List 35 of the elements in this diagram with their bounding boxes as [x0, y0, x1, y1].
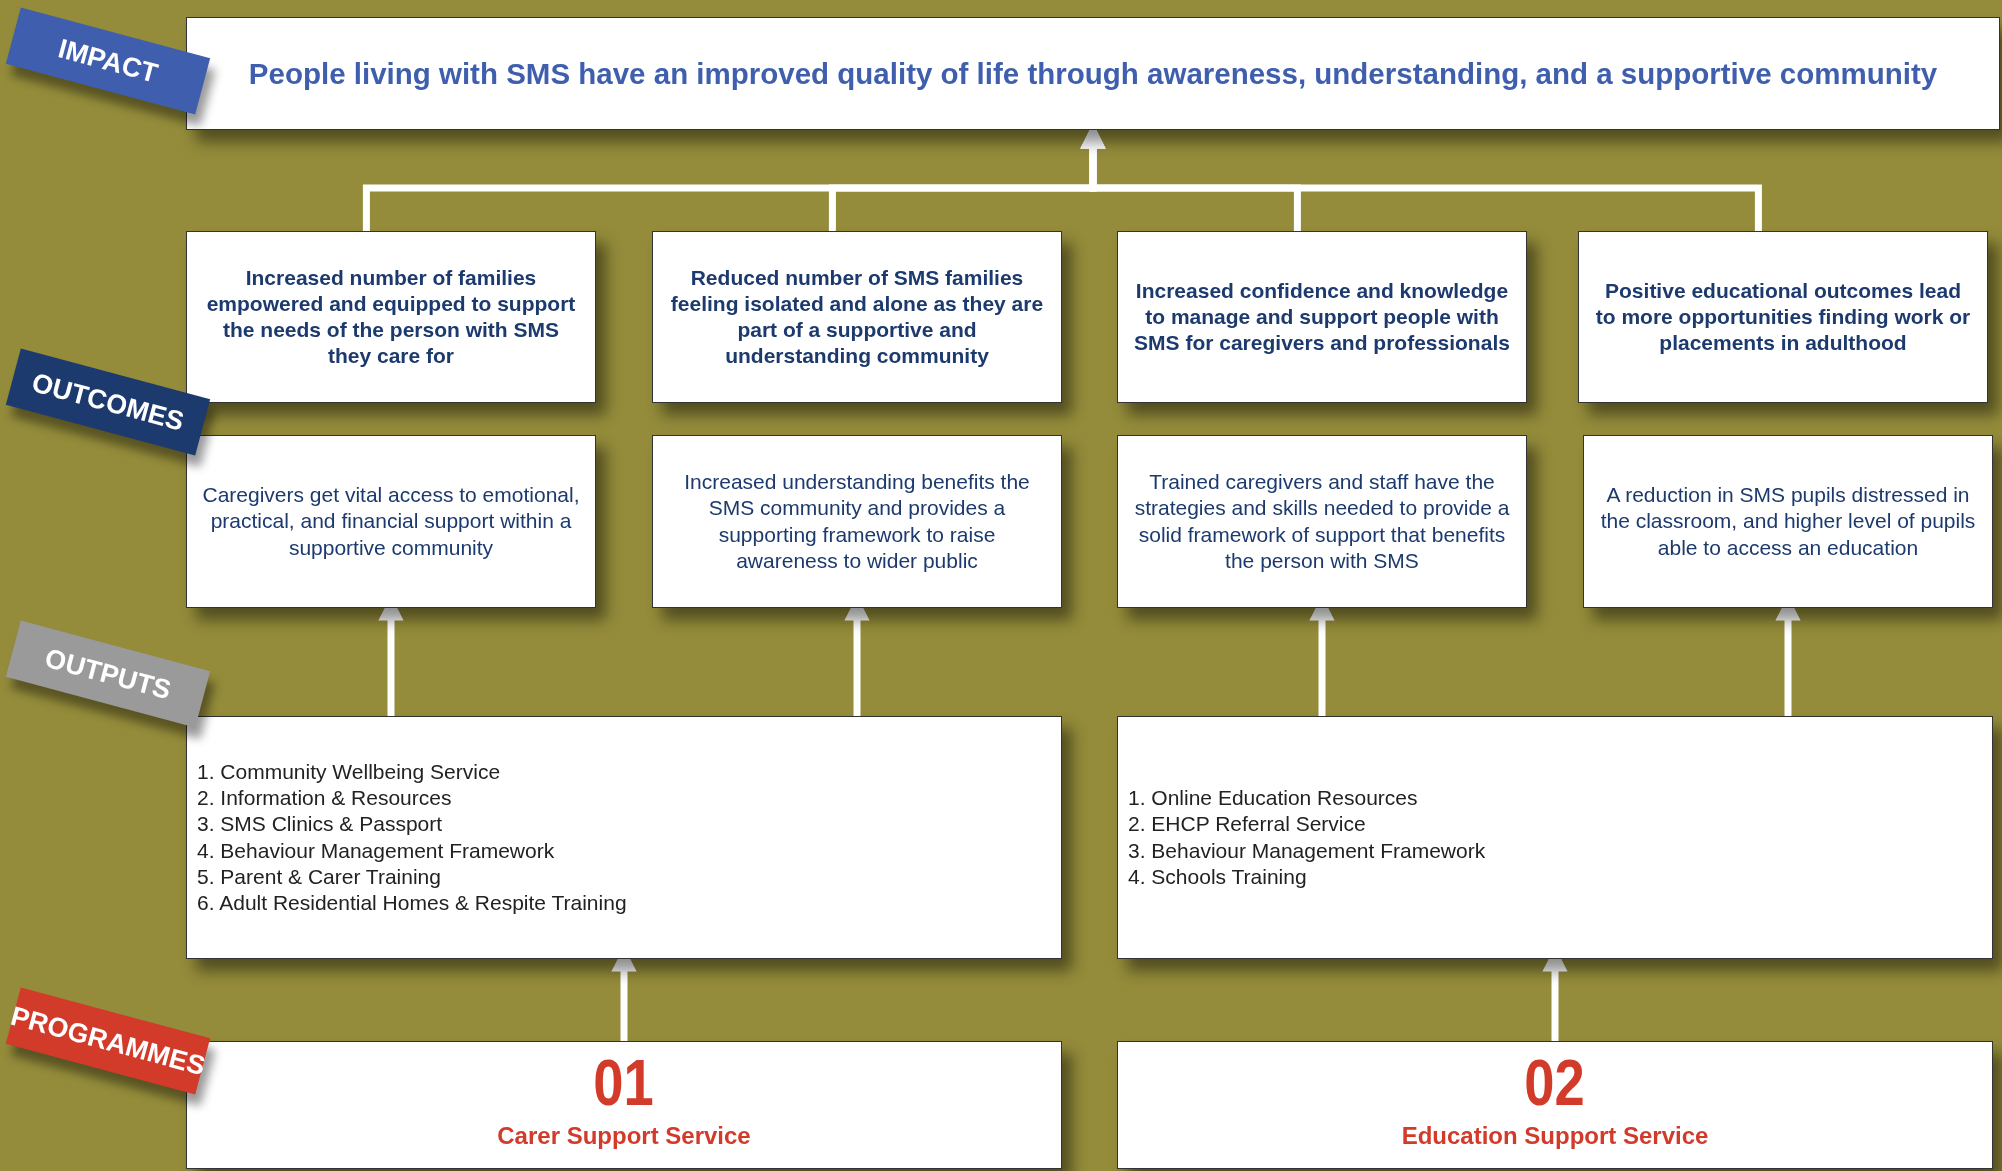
output-item: 3. SMS Clinics & Passport: [197, 811, 443, 838]
outcome-box: [1117, 435, 1527, 608]
programme-box: [1117, 1041, 1993, 1169]
output-item: 2. Information & Resources: [197, 785, 452, 811]
output-item: 1. Community Wellbeing Service: [197, 758, 501, 785]
outcome-box: [652, 231, 1062, 403]
outcome-box: [1578, 231, 1988, 403]
outcome-box: [1117, 231, 1527, 403]
output-item: 4. Behaviour Management Framework: [197, 837, 555, 864]
outcome-box: [186, 231, 596, 403]
outcome-heading: Reduced number of SMS families feeling isolated and alone as they are part of a supportive and understanding community: [669, 264, 1045, 370]
output-box: [186, 716, 1062, 959]
programme-name: Carer Support Service: [497, 1122, 751, 1151]
output-item: 6. Adult Residential Homes & Respite Training: [197, 890, 627, 916]
output-item: 5. Parent & Carer Training: [197, 863, 441, 890]
outcome-box: [186, 435, 596, 608]
outcome-description: Increased understanding benefits the SMS community and provides a supporting framework to raise awareness to wider public: [683, 469, 1031, 574]
programme-number: 01: [593, 1048, 655, 1119]
outcome-description: A reduction in SMS pupils distressed in the classroom, and higher level of pupils able to access an education: [1599, 482, 1977, 561]
outcome-heading: Increased confidence and knowledge to manage and support people with SMS for caregivers and professionals: [1133, 277, 1511, 357]
outcome-box: [1583, 435, 1993, 608]
outcome-description: Caregivers get vital access to emotional, practical, and financial support within a supportive community: [201, 482, 581, 561]
output-box: [1117, 716, 1993, 959]
output-item: 3. Behaviour Management Framework: [1128, 837, 1486, 864]
outcome-box: [652, 435, 1062, 608]
outcome-description: Trained caregivers and staff have the strategies and skills needed to provide a solid framework of support that benefits the person with SMS: [1133, 469, 1511, 574]
section-tag: IMPACT: [5, 7, 211, 115]
outcome-heading: Positive educational outcomes lead to more opportunities finding work or placements in adulthood: [1594, 277, 1972, 357]
impact-box: [186, 17, 2000, 130]
programme-number: 02: [1524, 1048, 1586, 1119]
impact-statement: People living with SMS have an improved quality of life through awareness, understanding, and a supportive community: [248, 56, 1938, 91]
output-item: 1. Online Education Resources: [1128, 785, 1418, 811]
output-item: 2. EHCP Referral Service: [1128, 811, 1366, 838]
programme-name: Education Support Service: [1401, 1122, 1709, 1151]
output-item: 4. Schools Training: [1128, 863, 1307, 890]
